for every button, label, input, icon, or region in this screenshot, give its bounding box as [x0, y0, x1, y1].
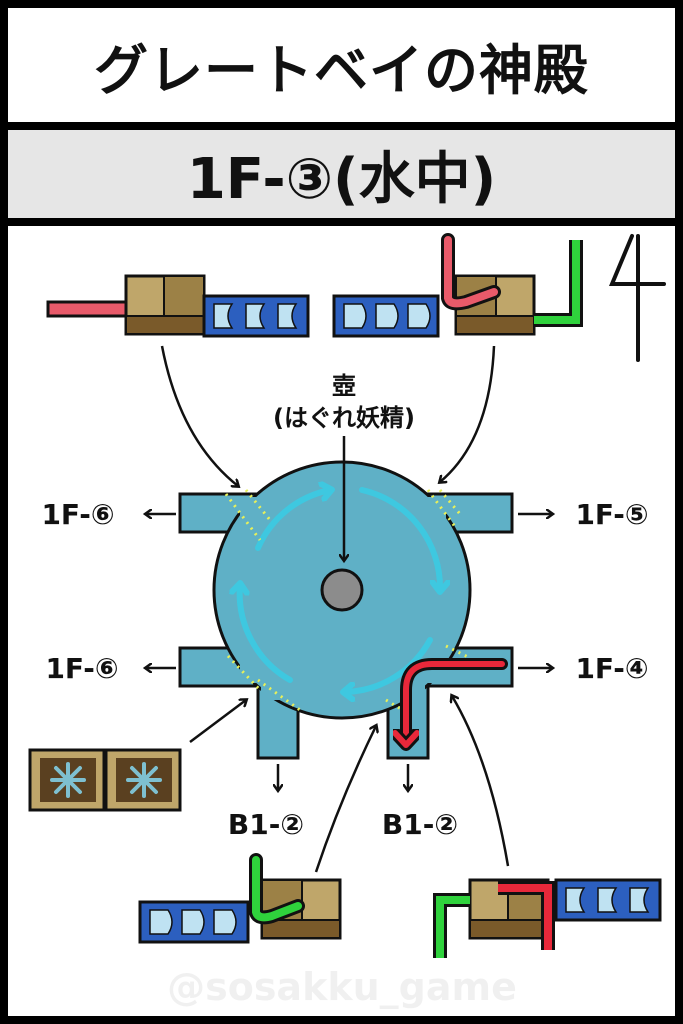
- compass-mark: [609, 234, 666, 362]
- floor-bar: 1F-③(水中): [8, 130, 675, 226]
- exit-right-lower: 1F-④: [575, 652, 648, 685]
- page-title: グレートベイの神殿: [94, 38, 589, 102]
- exit-bottom-right: B1-②: [382, 808, 458, 841]
- watermark: @sosakku_game: [167, 965, 517, 1009]
- exit-right-upper: 1F-⑤: [575, 498, 648, 531]
- pot-sublabel: (はぐれ妖精): [273, 404, 415, 432]
- pot-icon: [320, 568, 364, 612]
- exit-left-lower: 1F-⑥: [45, 652, 118, 685]
- pot-label: 壺: [332, 372, 356, 400]
- water-current-arrows: [240, 490, 440, 692]
- title-bar: グレートベイの神殿: [8, 8, 675, 130]
- mechanism-bottom-right: [433, 878, 662, 958]
- mechanism-bottom-left: [138, 853, 342, 944]
- mechanism-top-left: [46, 274, 310, 338]
- exit-left-upper: 1F-⑥: [41, 498, 114, 531]
- floor-label: 1F-③(水中): [186, 146, 497, 212]
- crates-left: [28, 748, 182, 812]
- fairy-dotted-markers: [224, 489, 471, 714]
- exit-bottom-left: B1-②: [228, 808, 304, 841]
- mechanism-top-right: [332, 233, 583, 338]
